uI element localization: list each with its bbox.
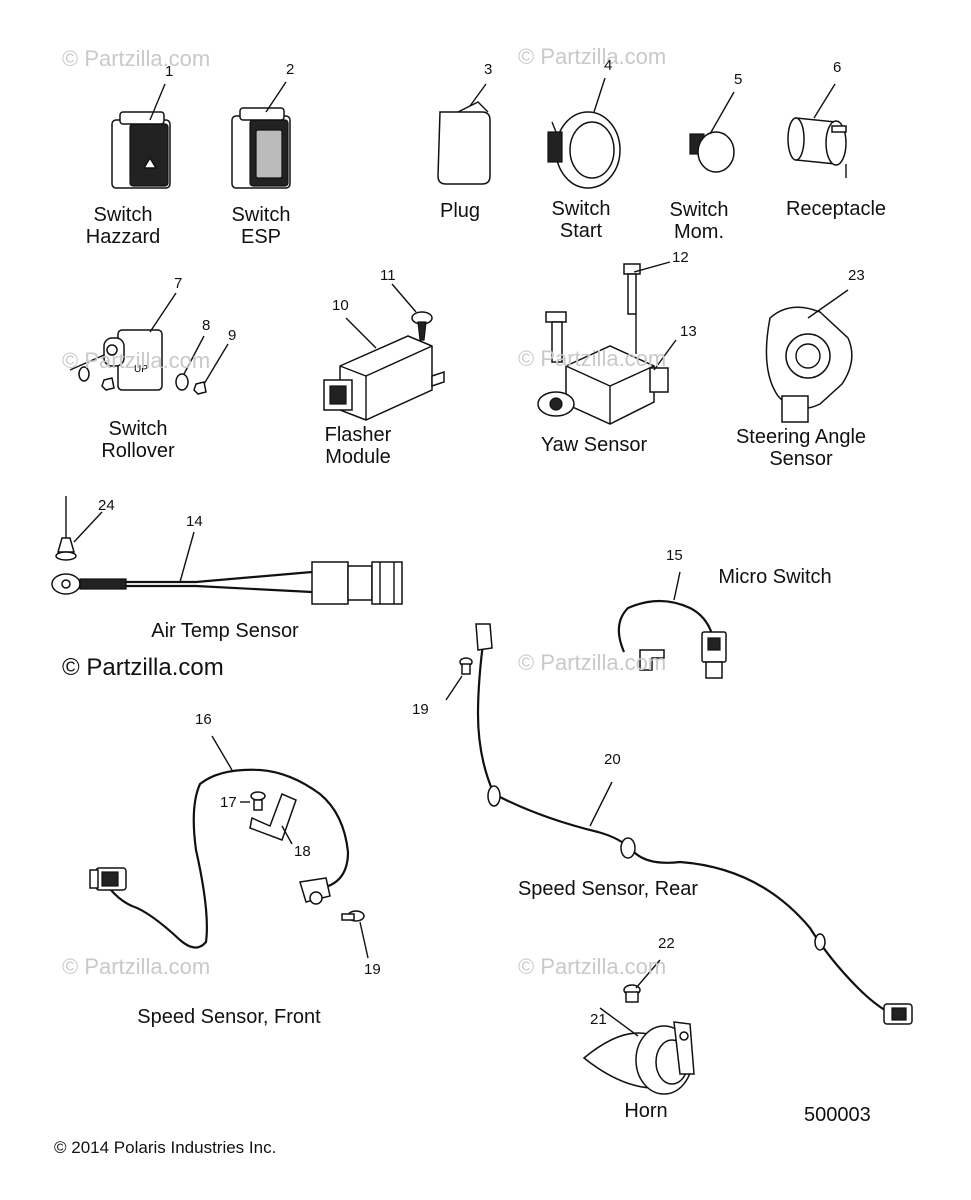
svg-text:UP: UP	[134, 364, 148, 375]
callout-12: 12	[672, 249, 689, 266]
speed-sensor-front-drawing	[89, 735, 369, 959]
callout-16: 16	[195, 711, 212, 728]
callout-1: 1	[165, 63, 174, 80]
callout-24: 24	[98, 497, 115, 514]
callout-6: 6	[833, 59, 842, 76]
plug-drawing	[437, 83, 491, 185]
watermark: © Partzilla.com	[62, 348, 211, 373]
callout-10: 10	[332, 297, 349, 314]
label-yaw-sensor: Yaw Sensor	[540, 434, 648, 456]
label-air-temp-sensor: Air Temp Sensor	[151, 620, 299, 642]
watermark-main: © Partzilla.com	[62, 654, 224, 681]
label-speed-sensor-rear: Speed Sensor, Rear	[517, 878, 699, 900]
label-plug: Plug	[439, 200, 481, 222]
copyright-notice: © 2014 Polaris Industries Inc.	[54, 1138, 277, 1157]
steering-angle-sensor-drawing	[765, 289, 853, 423]
horn-drawing	[582, 959, 695, 1095]
speed-sensor-rear-drawing	[445, 623, 913, 1025]
label-switch-rollover: Switch Rollover	[101, 418, 175, 462]
callout-2: 2	[286, 61, 295, 78]
callout-4: 4	[604, 57, 613, 74]
callout-14: 14	[186, 513, 203, 530]
callout-5: 5	[734, 71, 743, 88]
callout-17: 17	[220, 794, 237, 811]
label-switch-esp: Switch ESP	[231, 204, 291, 248]
label-receptacle: Receptacle	[785, 198, 887, 220]
callout-20: 20	[604, 751, 621, 768]
switch-mom-drawing	[689, 91, 735, 173]
callout-7: 7	[174, 275, 183, 292]
label-steering-angle-sensor: Steering Angle Sensor	[735, 426, 867, 470]
diagram-number: 500003	[804, 1104, 871, 1126]
label-switch-start: Switch Start	[551, 198, 611, 242]
rivet-drawing	[55, 496, 103, 561]
switch-start-drawing	[547, 77, 621, 189]
watermark: © Partzilla.com	[518, 954, 667, 979]
switch-esp-drawing	[231, 81, 291, 189]
label-switch-mom: Switch Mom.	[669, 199, 729, 243]
callout-22: 22	[658, 935, 675, 952]
callout-21: 21	[590, 1011, 607, 1028]
callout-15: 15	[666, 547, 683, 564]
watermark: © Partzilla.com	[62, 46, 211, 71]
callout-19-front: 19	[364, 961, 381, 978]
callout-9: 9	[228, 327, 237, 344]
yaw-sensor-drawing	[537, 261, 677, 425]
callout-19-rear: 19	[412, 701, 429, 718]
watermark: © Partzilla.com	[518, 44, 667, 69]
switch-rollover-drawing: UP	[69, 292, 229, 395]
callout-18: 18	[294, 843, 311, 860]
callout-8: 8	[202, 317, 211, 334]
watermark: © Partzilla.com	[62, 954, 211, 979]
micro-switch-drawing	[617, 571, 727, 679]
callout-23: 23	[848, 267, 865, 284]
watermark: © Partzilla.com	[518, 346, 667, 371]
callout-13: 13	[680, 323, 697, 340]
flasher-module-drawing	[323, 283, 445, 421]
switch-hazzard-drawing	[111, 83, 171, 189]
callout-11: 11	[380, 267, 396, 284]
label-micro-switch: Micro Switch	[718, 566, 832, 588]
label-switch-hazzard: Switch Hazzard	[85, 204, 161, 248]
watermark: © Partzilla.com	[518, 650, 667, 675]
label-horn: Horn	[624, 1100, 668, 1122]
receptacle-drawing	[787, 83, 847, 178]
label-speed-sensor-front: Speed Sensor, Front	[137, 1006, 321, 1028]
air-temp-sensor-drawing	[51, 531, 403, 605]
label-flasher-module: Flasher Module	[324, 424, 392, 468]
callout-3: 3	[484, 61, 493, 78]
